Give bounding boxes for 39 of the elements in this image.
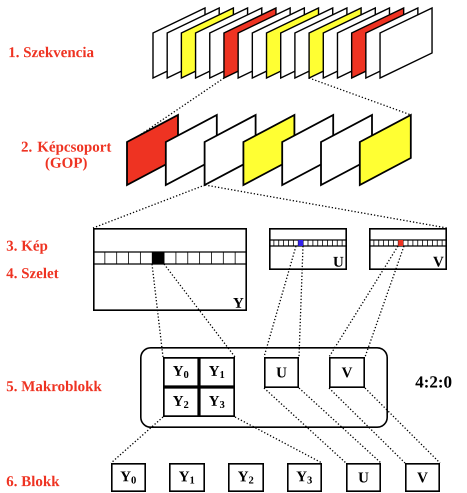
block-box: Y$_{1}$: [199, 357, 235, 387]
zoom-line: [234, 416, 322, 464]
zoom-line: [328, 388, 406, 464]
zoom-line: [163, 264, 236, 358]
level-label: 5. Makroblokk: [6, 380, 102, 392]
format-label: 4:2:0: [415, 376, 452, 388]
block-box: V: [329, 357, 365, 388]
level-label: 1. Szekvencia: [9, 46, 94, 58]
block-box: U: [264, 357, 299, 388]
block-box: Y$_{3}$: [199, 387, 235, 417]
zoom-line: [204, 184, 448, 229]
zoom-line: [298, 246, 304, 358]
picture-plane: Y: [92, 228, 248, 311]
block-box: Y$_{0}$: [163, 357, 199, 387]
level-label: 2. Képcsoport (GOP): [22, 141, 112, 171]
zoom-line: [264, 388, 346, 464]
level-label: 4. Szelet: [6, 268, 59, 278]
block-box: Y$_{1}$: [169, 463, 205, 492]
zoom-line: [308, 77, 412, 116]
picture-plane: V: [368, 228, 448, 270]
zoom-line: [298, 388, 382, 464]
zoom-line: [364, 388, 440, 464]
macroblock-box: [140, 347, 388, 428]
zoom-line: [263, 246, 297, 358]
zoom-line: [151, 264, 164, 358]
zoom-line: [92, 184, 206, 229]
zoom-line: [140, 77, 224, 136]
picture-plane: U: [268, 228, 348, 270]
level-label: 3. Kép: [6, 240, 48, 254]
zoom-line: [328, 246, 399, 358]
zoom-line: [364, 246, 405, 358]
zoom-line: [110, 416, 164, 464]
block-box: V: [405, 463, 440, 492]
block-box: Y$_{2}$: [163, 387, 199, 417]
block-box: Y$_{2}$: [228, 463, 264, 492]
level-label: 6. Blokk: [6, 476, 60, 486]
block-box: Y$_{3}$: [287, 463, 322, 492]
block-box: Y$_{0}$: [111, 463, 146, 492]
block-box: U: [346, 463, 381, 492]
